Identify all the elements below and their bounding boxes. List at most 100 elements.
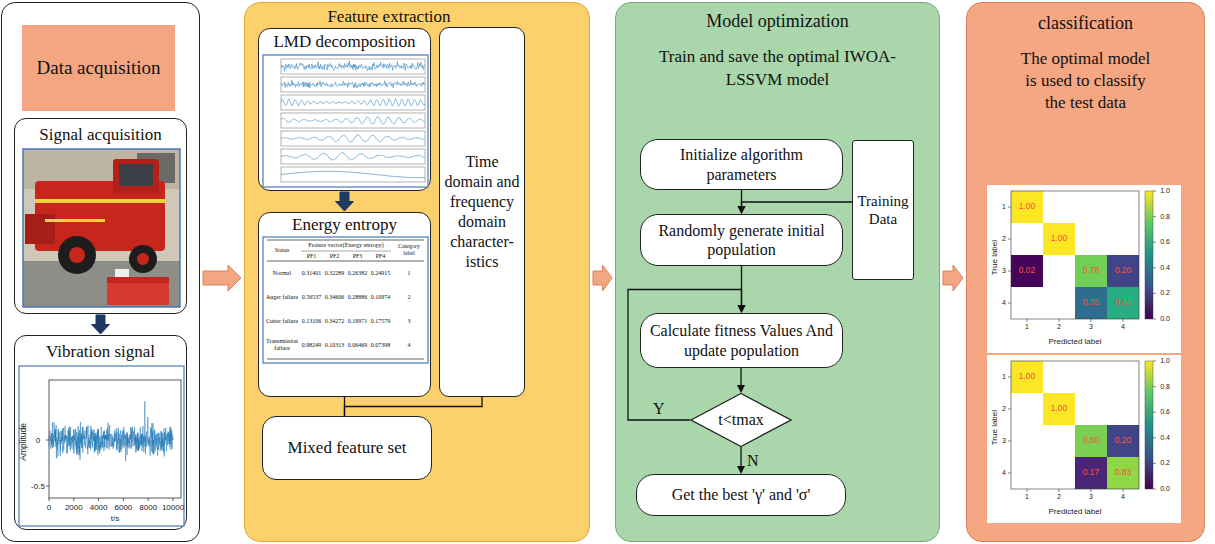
node-title: LMD decomposition [259,32,430,52]
table-cell: 0.13106 [300,318,323,325]
edge-label: Y [651,400,667,417]
axis-label: 0.8 [1156,213,1174,221]
block-arrow [336,192,354,211]
axis-label: 2 [1054,493,1064,501]
table-cell: 2 [394,294,424,301]
connector-line [344,397,345,416]
plot-box: LMD decomposition [258,28,431,191]
table-cell: 0.56537 [300,294,323,301]
cell-value: 0.20 [1108,436,1138,446]
axis-label: 0.2 [1156,289,1174,297]
label-anchor: PF4 [370,253,392,260]
label-anchor: 0.6 [1156,408,1174,416]
process-box: Time domain and frequency domain charact… [439,27,525,397]
axis-label: 0.2 [1156,459,1174,467]
node-subtitle: The optimal model is used to classify th… [1021,48,1151,114]
decision-diamond: t<tmax [690,393,792,447]
axis-label: -0.5 [26,482,50,491]
axis-label: 0 [33,503,65,512]
label-anchor: 0.31401 [300,270,323,277]
label-anchor: 0.07398 [369,342,392,349]
label-anchor: 6000 [107,503,139,512]
lmd-plot [259,29,432,192]
label-anchor: 2 [1054,493,1064,501]
label-anchor: PF1 [301,253,323,260]
label-anchor: 0.13106 [300,318,323,325]
label-anchor: 4 [999,469,1009,477]
label-anchor: 0.34606 [323,294,346,301]
node-title: Mixed feature set [288,438,407,458]
axis-label: 0.0 [1156,485,1174,493]
connector [738,266,746,313]
table-cell: 4 [394,342,424,349]
node-title: Calculate fitness Values And update popu… [645,321,838,359]
label-anchor: 2 [394,294,424,301]
table-cell: 0.10974 [369,294,392,301]
label-anchor: 0.2 [1156,459,1174,467]
table-cell: PF4 [370,253,392,260]
label-anchor: Cutter failure [265,318,299,325]
label-anchor: 0.20 [1108,436,1138,446]
label-anchor: -0.5 [26,482,50,491]
axis-label: 0 [26,436,50,445]
connector [344,397,345,416]
label-anchor: Status [265,247,299,254]
label-anchor: N [745,452,761,470]
node-title: Model optimization [628,11,928,32]
connector [203,265,241,291]
label-anchor: 3 [999,267,1009,275]
axis-label: 2000 [58,503,90,512]
table-cell: 0.24915 [369,270,392,277]
axis-label: True label [990,410,999,445]
label-anchor: 0.32289 [323,270,346,277]
label-anchor: 3 [1086,323,1096,331]
label-anchor: 4 [394,342,424,349]
label-anchor: 2000 [58,503,90,512]
entropy-table [259,213,432,398]
cell-value: 1.00 [1044,404,1074,414]
harvester-photo [15,119,188,315]
label-anchor: 3 [999,437,1009,445]
plot-box: Vibration signalAmplitude0-0.50200040006… [14,335,187,530]
label-anchor: 2 [1054,323,1064,331]
table-cell: 0.28886 [346,294,369,301]
connector-line [741,266,742,306]
connector [943,265,963,291]
block-arrow [203,265,241,291]
connector-line [740,447,741,467]
axis-label: 8000 [132,503,164,512]
label-anchor: 1 [394,270,424,277]
label-anchor: 3 [394,318,424,325]
label-anchor: 0.0 [1156,315,1174,323]
label-anchor: 0.6 [1156,238,1174,246]
arrow-head [738,305,746,313]
table-cell: 0.31401 [300,270,323,277]
connector-line [742,202,853,207]
connector [737,447,745,474]
axis-label: 4 [1118,493,1128,501]
label-anchor: 1 [999,203,1009,211]
axis-label: 4 [999,469,1009,477]
axis-label: 1 [1022,323,1032,331]
label-anchor: 1 [999,373,1009,381]
table-cell: Category label [393,243,425,257]
arrow-head [738,206,746,214]
cell-value: 0.78 [1076,266,1106,276]
label-anchor: 0.78 [1076,266,1106,276]
axis-label: 0.4 [1156,264,1174,272]
axis-label: Predicted label [1030,337,1120,346]
node-title: Training Data [855,192,911,228]
connector [336,192,354,211]
process-box: Mixed feature set [262,416,432,480]
node-subtitle: Train and save the optimal IWOA-LSSVM mo… [658,46,898,92]
axis-label: 3 [999,267,1009,275]
acquisition-panel: Data acquisition Signal acquisition Vibr… [1,2,200,542]
process-box: Calculate fitness Values And update popu… [640,313,843,368]
connector [345,397,483,416]
axis-label: 1 [1022,493,1032,501]
connector-line [345,397,483,416]
table-cell: 1 [394,270,424,277]
label-anchor: Transmission failure [265,338,299,352]
cell-value: 1.00 [1012,372,1042,382]
table-cell: Cutter failure [265,318,299,325]
